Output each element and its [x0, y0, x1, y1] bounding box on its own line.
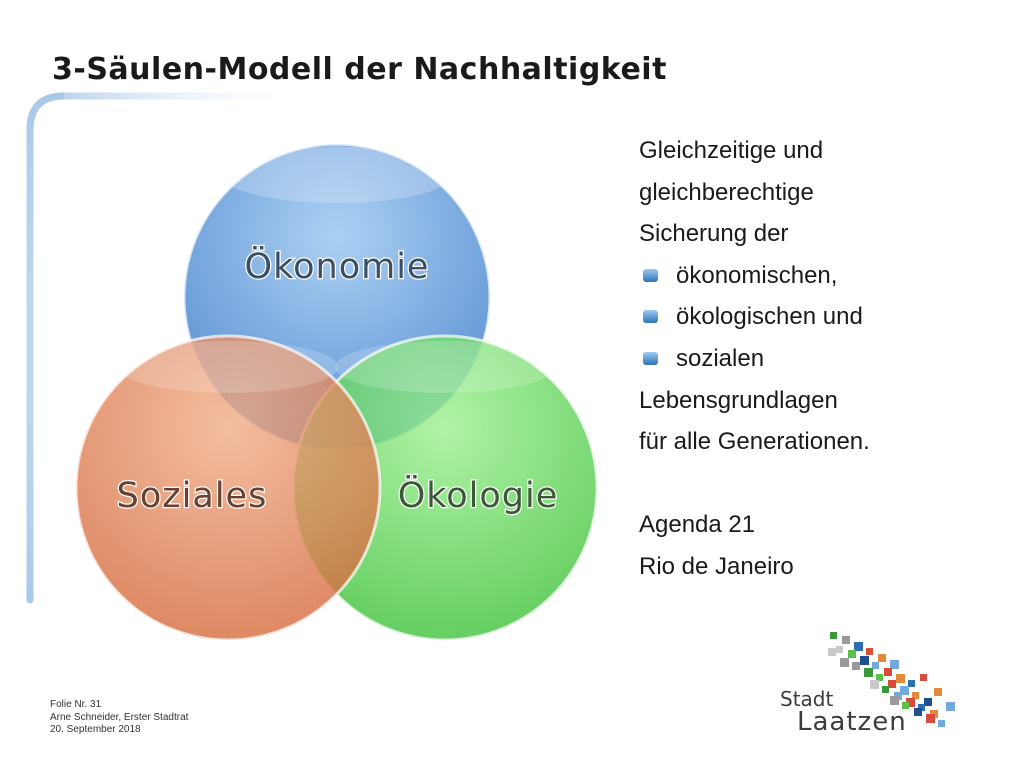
- logo-tile: [888, 680, 896, 688]
- bullet-label: ökologischen und: [676, 303, 863, 331]
- logo-tile: [912, 692, 919, 699]
- logo-tile: [852, 662, 860, 670]
- intro-line: Gleichzeitige und: [639, 137, 824, 164]
- square-bullet-icon: [643, 310, 658, 324]
- logo-tile: [864, 668, 873, 677]
- logo-tile: [866, 648, 873, 655]
- label-soziales: Soziales: [117, 476, 268, 516]
- logo-tile: [854, 642, 863, 651]
- logo-tile: [924, 698, 932, 706]
- logo-tile: [918, 704, 925, 711]
- logo-tile: [920, 674, 927, 681]
- logo-tile: [870, 680, 879, 689]
- logo-tile: [882, 686, 889, 693]
- logo-tile: [872, 662, 879, 669]
- logo-prefix: Stadt: [780, 687, 834, 711]
- outro-line: Lebensgrundlagen: [639, 386, 838, 414]
- slide-number: Folie Nr. 31: [50, 699, 102, 710]
- logo-tile: [926, 714, 935, 723]
- footer-date: 20. September 2018: [50, 724, 141, 735]
- label-oekonomie: Ökonomie: [245, 245, 430, 287]
- footer-author: Arne Schneider, Erster Stadtrat: [50, 711, 189, 723]
- logo-tile: [906, 698, 915, 707]
- bullet-item: ökonomischen,: [639, 255, 979, 297]
- logo-tile: [830, 632, 837, 639]
- circle-soziales: [74, 334, 382, 642]
- square-bullet-icon: [643, 268, 658, 282]
- description-text: Gleichzeitige und gleichberechtige Siche…: [639, 130, 979, 588]
- logo-tile: [908, 680, 915, 687]
- logo-tile: [902, 702, 909, 709]
- logo-tile: [884, 668, 892, 676]
- logo-tile: [842, 636, 850, 644]
- logo-tile: [860, 656, 869, 665]
- logo-tile: [878, 654, 886, 662]
- square-bullet-icon: [643, 351, 658, 365]
- logo-tile: [896, 674, 905, 683]
- logo-tile: [938, 720, 945, 727]
- logo-tile: [914, 708, 922, 716]
- slide-title: 3-Säulen-Modell der Nachhaltigkeit: [52, 52, 667, 87]
- logo-tile: [890, 696, 899, 705]
- logo-tile: [840, 658, 849, 667]
- slide-footer: Folie Nr. 31 Arne Schneider, Erster Stad…: [50, 699, 188, 737]
- logo-tile: [828, 648, 836, 656]
- intro-line: Sicherung der: [639, 220, 789, 248]
- bullet-item: sozialen: [639, 338, 979, 380]
- bullet-label: ökonomischen,: [676, 261, 838, 289]
- logo-tile: [934, 688, 942, 696]
- logo-tile: [836, 646, 843, 653]
- outro-line: für alle Generationen.: [639, 428, 870, 456]
- intro-line: gleichberechtige: [639, 178, 814, 206]
- bullet-label: sozialen: [676, 344, 765, 372]
- logo-tile: [890, 660, 899, 669]
- bullet-item: ökologischen und: [639, 296, 979, 338]
- logo-tile: [876, 674, 883, 681]
- logo-tile: [900, 686, 909, 695]
- logo-tile: [848, 650, 856, 658]
- label-oekologie: Ökologie: [398, 474, 559, 516]
- agenda-line: Rio de Janeiro: [639, 552, 794, 580]
- agenda-line: Agenda 21: [639, 511, 756, 539]
- logo-name: Laatzen: [797, 707, 907, 737]
- city-logo-mosaic-icon: [828, 632, 955, 727]
- logo-tile: [946, 702, 955, 711]
